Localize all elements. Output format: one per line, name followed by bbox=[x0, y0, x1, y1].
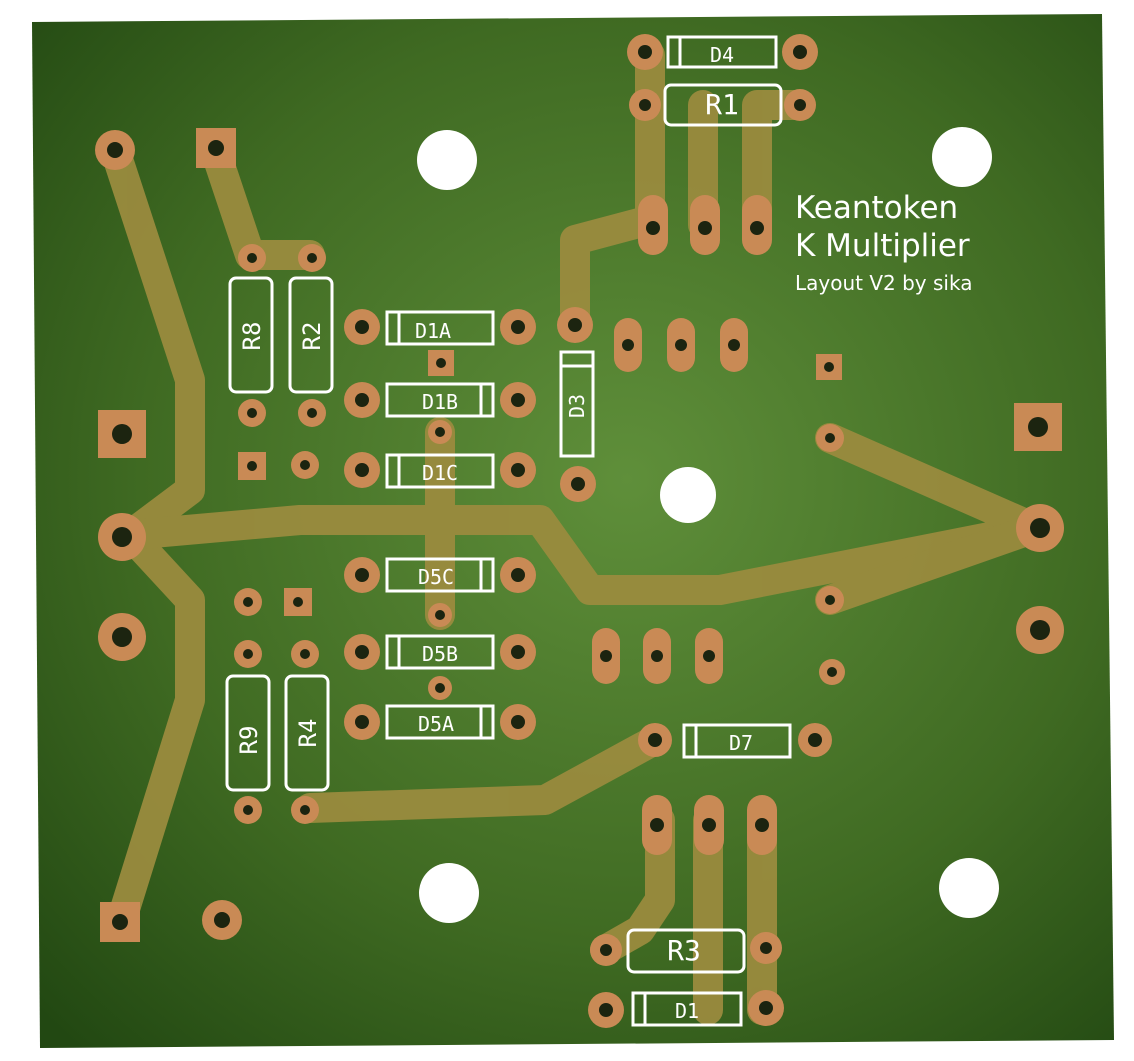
label-d5b: D5B bbox=[422, 642, 458, 666]
label-d1c: D1C bbox=[422, 461, 458, 485]
label-d1a: D1A bbox=[415, 319, 451, 343]
board-title-line1: Keantoken bbox=[795, 190, 958, 226]
label-r9: R9 bbox=[235, 726, 263, 755]
mounting-holes bbox=[417, 127, 999, 923]
board-title-line3: Layout V2 by sika bbox=[795, 271, 972, 295]
label-d5a: D5A bbox=[418, 712, 454, 736]
board-title-line2: K Multiplier bbox=[795, 228, 970, 264]
board-title: Keantoken K Multiplier Layout V2 by sika bbox=[795, 190, 972, 295]
label-d4: D4 bbox=[710, 43, 734, 67]
label-d3: D3 bbox=[565, 394, 589, 418]
label-r1: R1 bbox=[705, 88, 739, 121]
copper-pads bbox=[95, 34, 1064, 1028]
label-d7: D7 bbox=[729, 731, 753, 755]
label-d1: D1 bbox=[675, 999, 699, 1023]
label-r4: R4 bbox=[294, 719, 322, 748]
label-d5c: D5C bbox=[418, 565, 454, 589]
silkscreen-outlines bbox=[225, 35, 792, 1027]
component-labels: D4 R1 R8 R2 D1A D1B D1C D3 D5C D5B D5A R… bbox=[235, 43, 753, 1023]
label-r2: R2 bbox=[298, 322, 326, 351]
label-d1b: D1B bbox=[422, 390, 458, 414]
label-r3: R3 bbox=[667, 934, 701, 967]
label-r8: R8 bbox=[238, 322, 266, 351]
